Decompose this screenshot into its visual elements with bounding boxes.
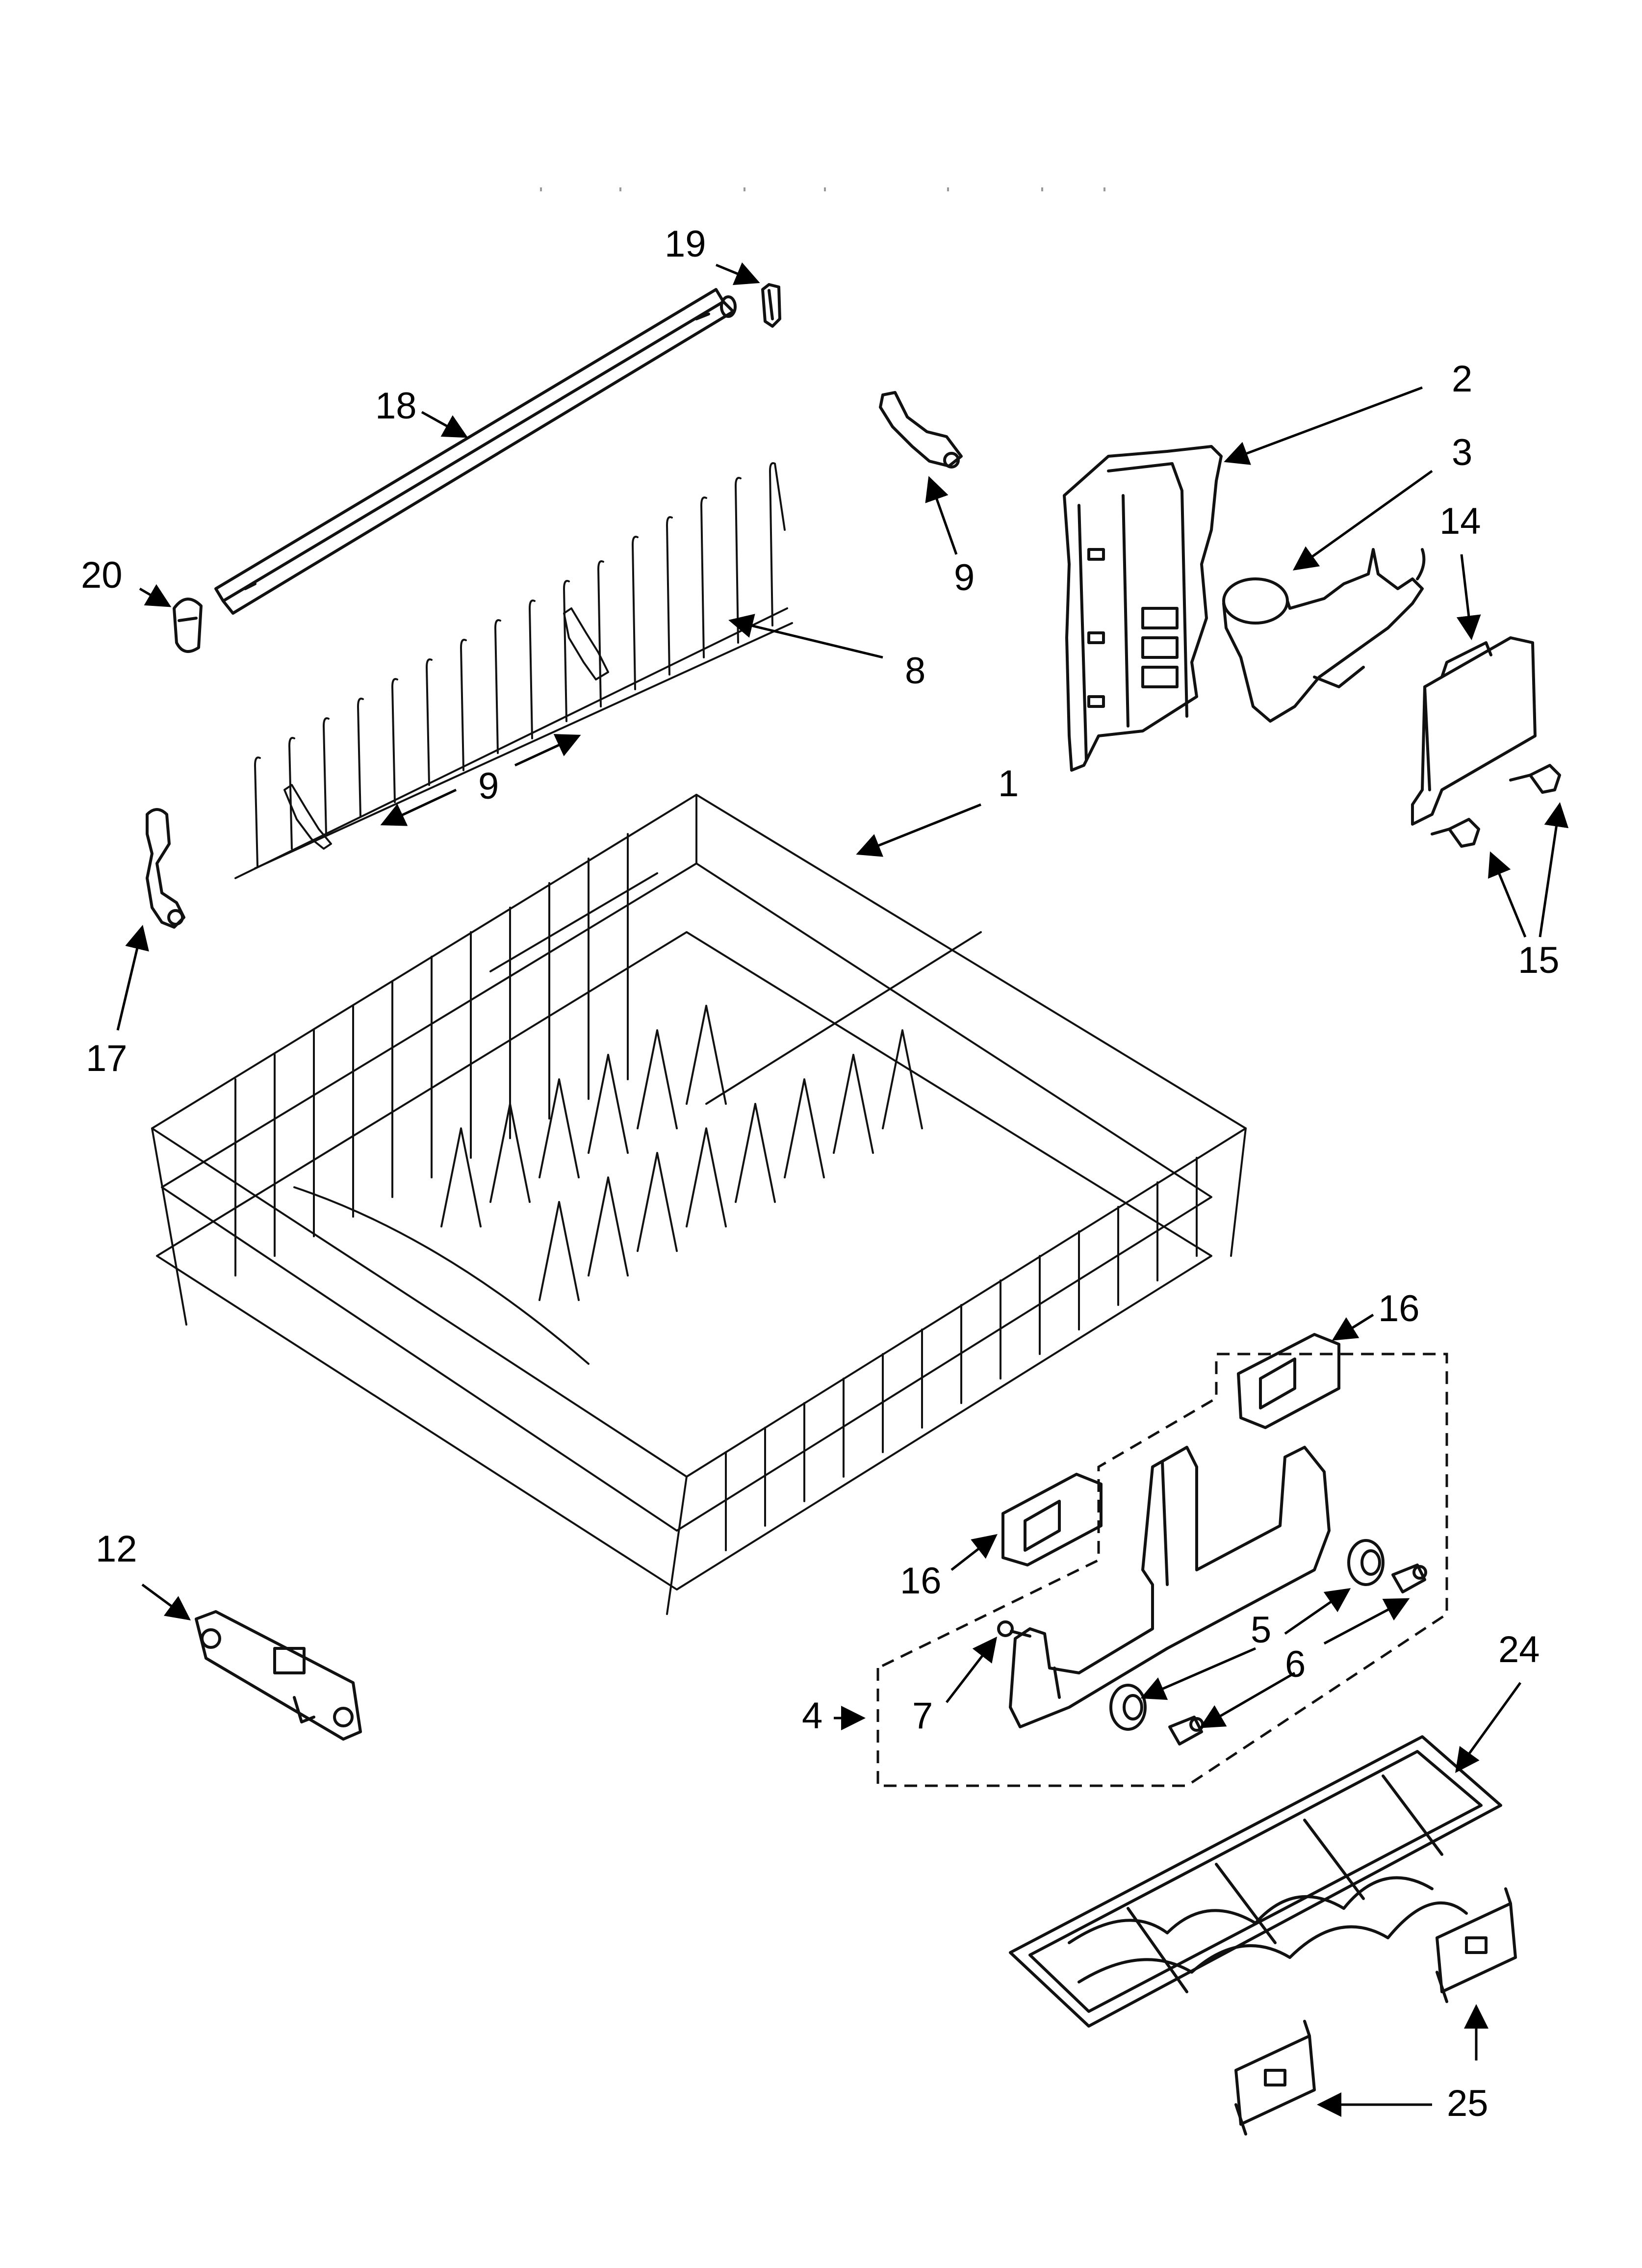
part-12-bracket: [195, 1610, 362, 1741]
callout-8: 8: [905, 650, 926, 692]
part-17-clip: [146, 808, 185, 929]
part-19-end-cap: [761, 283, 781, 328]
part-25-clip-a: [1436, 1887, 1517, 2003]
part-16-clip-upper: [1237, 1333, 1340, 1429]
part-14-cover: [1411, 636, 1537, 826]
callout-17: 17: [86, 1038, 128, 1079]
callout-16-lower: 16: [900, 1560, 942, 1602]
callout-2: 2: [1452, 358, 1473, 400]
callout-20: 20: [81, 554, 123, 596]
part-8-tine-row: [234, 462, 793, 879]
callout-18: 18: [375, 385, 417, 427]
callout-7: 7: [912, 1695, 933, 1737]
part-6-axle-b: [1168, 1716, 1204, 1746]
part-6-axle-a: [1391, 1564, 1427, 1593]
callout-5: 5: [1251, 1609, 1272, 1651]
callout-14: 14: [1439, 500, 1481, 542]
part-20-end-cap: [173, 598, 203, 653]
callout-16-upper: 16: [1378, 1288, 1420, 1330]
part-15-screw-a: [1509, 764, 1561, 794]
part-2-rack-adjuster-housing: [1063, 445, 1223, 772]
part-5-wheel-a: [1347, 1539, 1385, 1586]
callout-9-upper: 9: [954, 557, 975, 599]
part-3-adjuster-lever: [1222, 548, 1426, 723]
callout-12: 12: [96, 1528, 137, 1570]
callout-25: 25: [1447, 2083, 1488, 2124]
part-16-clip-lower: [1001, 1473, 1103, 1566]
header-marks: [540, 187, 1105, 191]
callout-9-lower: 9: [478, 765, 499, 807]
callout-6: 6: [1285, 1643, 1306, 1685]
leader-lines: [116, 262, 1569, 2117]
part-1-upper-rack: [151, 794, 1247, 1615]
part-18-rail: [214, 288, 737, 615]
part-24-tray: [1009, 1735, 1502, 2028]
part-4-assembly-boundary: [876, 1353, 1448, 1787]
part-15-screw-b: [1431, 818, 1480, 848]
callout-1: 1: [998, 763, 1019, 805]
part-9-clip-upper: [879, 391, 963, 469]
callout-4: 4: [802, 1695, 823, 1737]
callout-15: 15: [1518, 939, 1560, 981]
callout-24: 24: [1498, 1629, 1540, 1670]
part-7-pin: [997, 1620, 1031, 1638]
part-25-clip-b: [1234, 2020, 1316, 2136]
part-4-rack-carrier: [1009, 1446, 1331, 1728]
callout-19: 19: [665, 223, 706, 265]
part-5-wheel-b: [1109, 1684, 1147, 1731]
callout-3: 3: [1452, 432, 1473, 473]
